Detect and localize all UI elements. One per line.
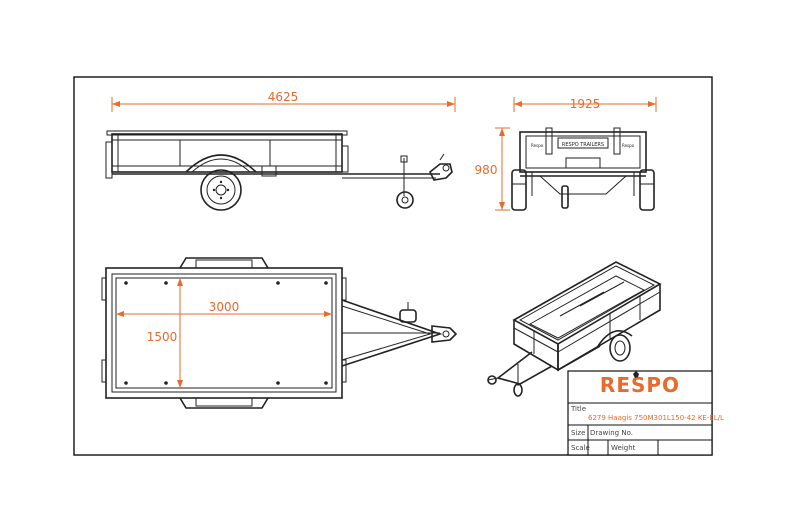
title-value: 6279 Haagis 750M301L150-42 KE-EL/L — [588, 414, 724, 422]
drawing-no-label: Drawing No. — [590, 429, 633, 437]
dimension-top-length: 3000 — [209, 300, 240, 314]
brand-logo: RESPO — [600, 373, 680, 397]
size-label: Size — [571, 429, 585, 437]
svg-text:Respo: Respo — [622, 143, 635, 148]
isometric-view — [487, 261, 662, 397]
title-label: Title — [570, 405, 586, 413]
rear-view: 1925 980 RESPO TRAILERS Respo Respo — [475, 97, 657, 211]
dimension-rear-height: 980 — [475, 163, 498, 177]
dimension-top-width: 1500 — [147, 330, 178, 344]
drawing-frame — [73, 76, 713, 456]
dimension-rear-width: 1925 — [570, 97, 601, 111]
weight-label: Weight — [611, 444, 636, 452]
brand-mark-icon — [633, 371, 639, 378]
rear-plate-label: RESPO TRAILERS — [562, 142, 604, 148]
scale-label: Scale — [571, 444, 590, 452]
svg-text:Respo: Respo — [531, 143, 544, 148]
top-view: 3000 1500 — [101, 257, 458, 409]
dimension-side-length: 4625 — [268, 90, 299, 104]
side-view: 4625 — [105, 90, 456, 211]
title-block: RESPO Title 6279 Haagis 750M301L150-42 K… — [567, 370, 724, 456]
